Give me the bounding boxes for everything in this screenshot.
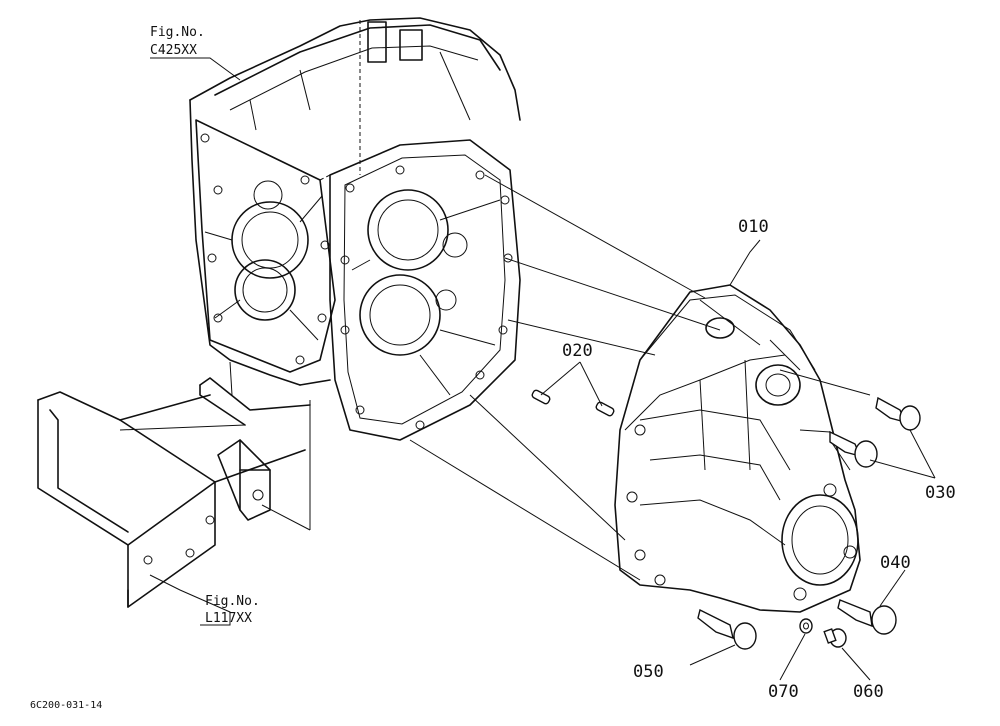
part-label-030: 030	[925, 483, 956, 503]
leader-lines	[149, 57, 936, 681]
diagram-code: 6C200-031-14	[30, 700, 102, 711]
washer-070	[799, 618, 813, 634]
part-label-020: 020	[562, 341, 593, 361]
bolt-040	[837, 599, 897, 635]
part-label-040: 040	[880, 553, 911, 573]
transmission-case	[189, 17, 521, 441]
bolt-050	[697, 608, 757, 650]
plug-060	[823, 628, 847, 648]
part-label-060: 060	[853, 682, 884, 702]
alignment-lines	[409, 174, 871, 581]
figure-ref-upper: Fig.No. C425XX	[150, 25, 205, 58]
bolts-030	[829, 396, 921, 468]
frame-bracket	[37, 361, 311, 608]
figure-ref-lower: Fig.No. L117XX	[205, 594, 260, 626]
fig-ref-lower-line1: Fig.No.	[205, 594, 260, 609]
dowel-pins	[531, 389, 615, 417]
fig-ref-upper-line1: Fig.No.	[150, 25, 205, 40]
part-label-010: 010	[738, 217, 769, 237]
part-label-070: 070	[768, 682, 799, 702]
fig-ref-upper-line2: C425XX	[150, 43, 197, 58]
part-label-050: 050	[633, 662, 664, 682]
fig-ref-lower-line2: L117XX	[205, 611, 252, 626]
gear-case-cover	[614, 284, 861, 613]
